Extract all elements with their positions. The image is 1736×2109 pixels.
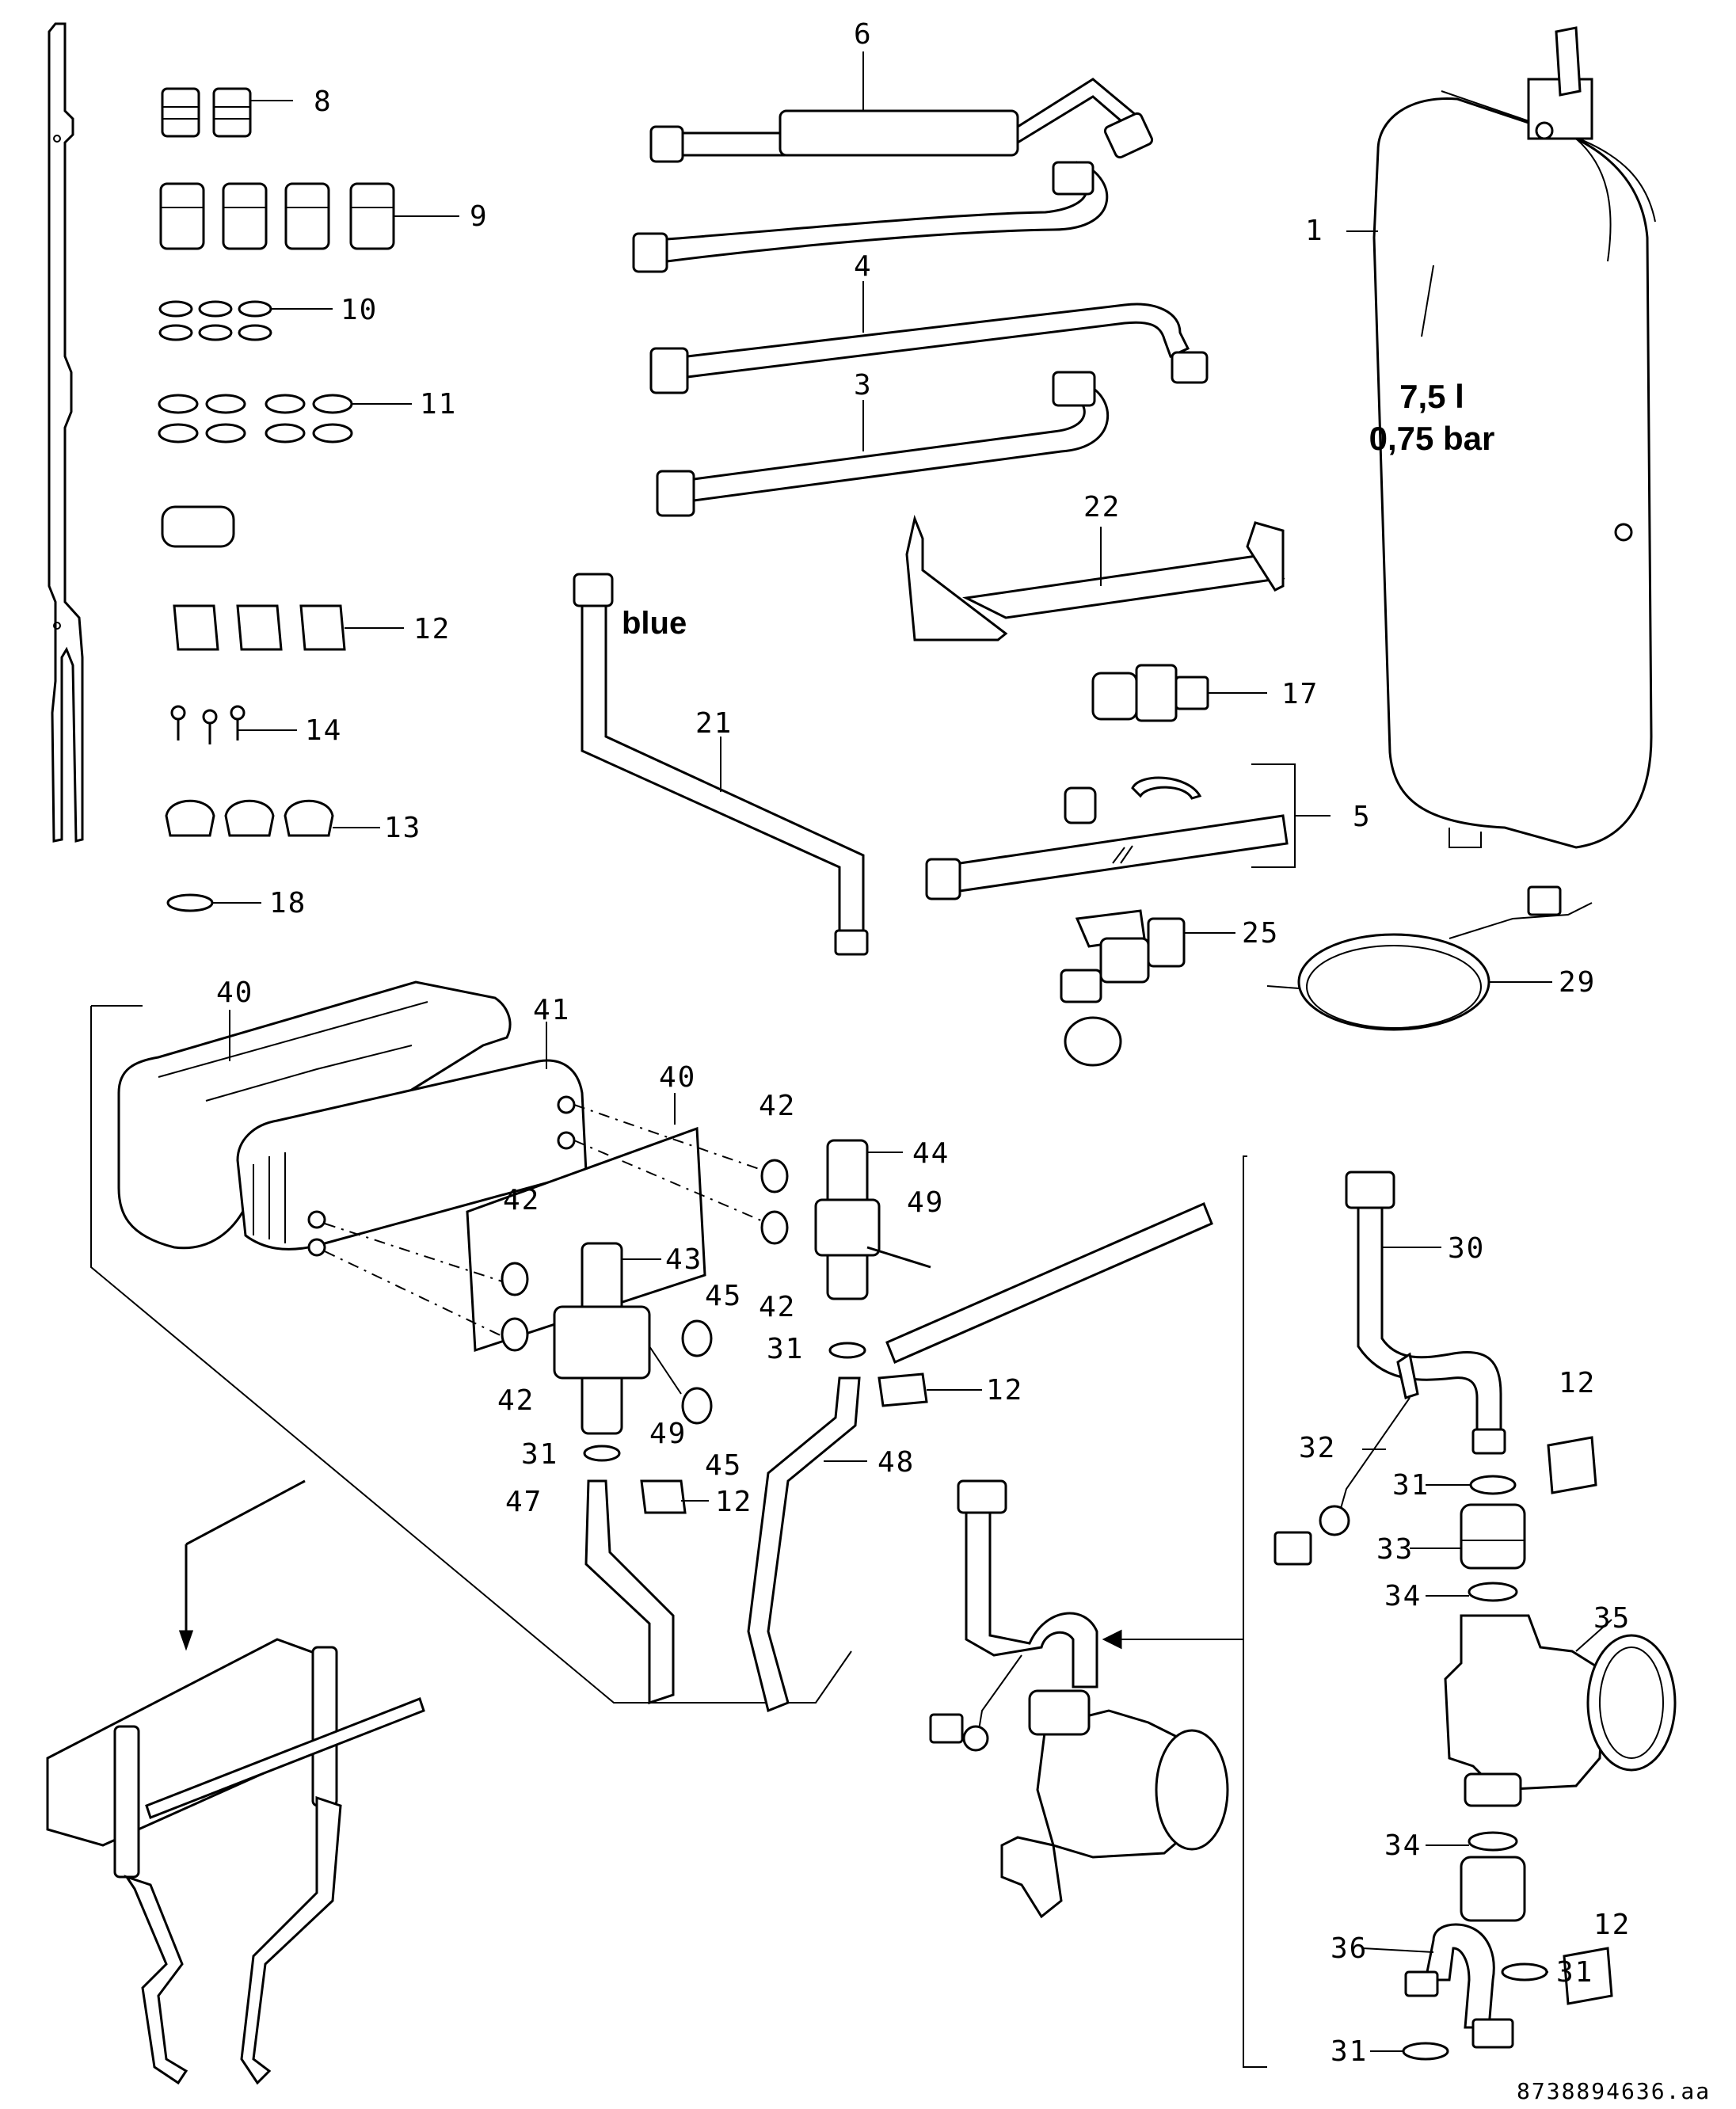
- label-42-upper-right: 42: [759, 1090, 796, 1122]
- part-12-clip-right: [1547, 1436, 1613, 2005]
- label-35: 35: [1593, 1602, 1631, 1635]
- label-12-lower: 12: [715, 1486, 752, 1518]
- label-8: 8: [314, 86, 333, 118]
- label-33: 33: [1376, 1533, 1414, 1566]
- assembled-heat-exchanger: [46, 1479, 425, 2085]
- part-pipe-upper: [632, 161, 1109, 273]
- label-12-clips: 12: [413, 613, 451, 645]
- label-45-upper: 45: [705, 1280, 742, 1312]
- label-31-e: 31: [1331, 2035, 1368, 2068]
- label-40-right: 40: [659, 1061, 696, 1094]
- label-10: 10: [341, 294, 378, 326]
- label-36: 36: [1331, 1932, 1368, 1965]
- label-48: 48: [878, 1446, 915, 1479]
- label-34-upper: 34: [1384, 1580, 1422, 1612]
- part-3-pipe: [656, 371, 1110, 517]
- pump-group-bracket: [1102, 1155, 1267, 2068]
- part-9-nipples: [159, 182, 459, 250]
- label-41: 41: [533, 994, 570, 1026]
- label-30: 30: [1448, 1232, 1485, 1265]
- label-9: 9: [470, 200, 489, 233]
- label-42-lower-left: 42: [497, 1384, 535, 1417]
- part-8-nipples: [161, 87, 293, 138]
- label-42-lower-right: 42: [759, 1291, 796, 1323]
- label-12-mid: 12: [986, 1374, 1023, 1407]
- part-22-bracket: [905, 514, 1285, 641]
- part-4-pipe: [649, 281, 1209, 394]
- label-31-a: 31: [767, 1333, 804, 1365]
- heat-exchanger-group: [90, 980, 1213, 1713]
- label-42-upper-left: 42: [503, 1184, 540, 1216]
- label-12-bottom: 12: [1593, 1909, 1631, 1941]
- label-12-right: 12: [1559, 1367, 1596, 1399]
- part-6-pipe: [649, 51, 1154, 163]
- vessel-pressure: 0,75 bar: [1369, 420, 1495, 457]
- label-29: 29: [1559, 966, 1596, 999]
- label-3: 3: [854, 369, 873, 402]
- label-49-upper: 49: [907, 1186, 944, 1219]
- label-21: 21: [695, 707, 733, 740]
- vessel-volume: 7,5 l: [1399, 378, 1464, 415]
- part-17-fitting: [1091, 664, 1267, 722]
- part-32-sensor: [1273, 1352, 1419, 1566]
- mounting-rail: [48, 22, 84, 843]
- part-14-screws: [170, 705, 297, 744]
- label-43: 43: [665, 1243, 702, 1276]
- sleeve: [161, 505, 235, 548]
- label-40-left: 40: [216, 976, 253, 1009]
- assembled-pump: [929, 1479, 1229, 1919]
- label-1: 1: [1305, 215, 1324, 247]
- label-31-c: 31: [1392, 1469, 1430, 1502]
- part-13-clamps: [165, 799, 380, 837]
- label-44: 44: [912, 1137, 950, 1170]
- part-5-hose-set: [925, 763, 1331, 900]
- label-13: 13: [384, 812, 421, 844]
- label-18: 18: [269, 887, 306, 919]
- label-31-d: 31: [1556, 1956, 1593, 1989]
- part-1-expansion-vessel: [1346, 26, 1656, 849]
- label-14: 14: [305, 714, 342, 747]
- document-id: 8738894636.aa: [1517, 2078, 1711, 2104]
- pump-lower-parts: [1361, 1831, 1548, 2061]
- part-30-pipe: [1345, 1171, 1506, 1455]
- label-6: 6: [854, 18, 873, 51]
- part-29-sensor-cable: [1266, 885, 1593, 1031]
- part-35-pump: [1444, 1614, 1677, 1807]
- label-31-b: 31: [521, 1438, 558, 1471]
- part-12-clips: [173, 604, 404, 651]
- part-18-o-ring: [166, 893, 261, 912]
- part-21-pipe: [573, 573, 869, 956]
- label-49-lower: 49: [649, 1418, 687, 1450]
- label-47: 47: [505, 1486, 542, 1518]
- label-4: 4: [854, 250, 873, 283]
- label-5: 5: [1353, 801, 1372, 833]
- part-11-washers: [158, 394, 412, 443]
- label-17: 17: [1281, 678, 1319, 710]
- label-11: 11: [420, 388, 457, 421]
- part-10-washers: [158, 300, 333, 341]
- label-45-lower: 45: [705, 1449, 742, 1482]
- label-34-lower: 34: [1384, 1829, 1422, 1862]
- label-32: 32: [1299, 1432, 1336, 1464]
- part-25-drain-valve: [1060, 909, 1235, 1067]
- label-22: 22: [1083, 491, 1121, 523]
- label-25: 25: [1242, 917, 1279, 950]
- callout-labels: 1 3 4 5 6 8 9 10 11 12 12 12 12 12 13 14…: [216, 18, 1631, 2068]
- pipe-color-label: blue: [622, 606, 687, 641]
- pump-seals-and-nuts: [1410, 1475, 1526, 1602]
